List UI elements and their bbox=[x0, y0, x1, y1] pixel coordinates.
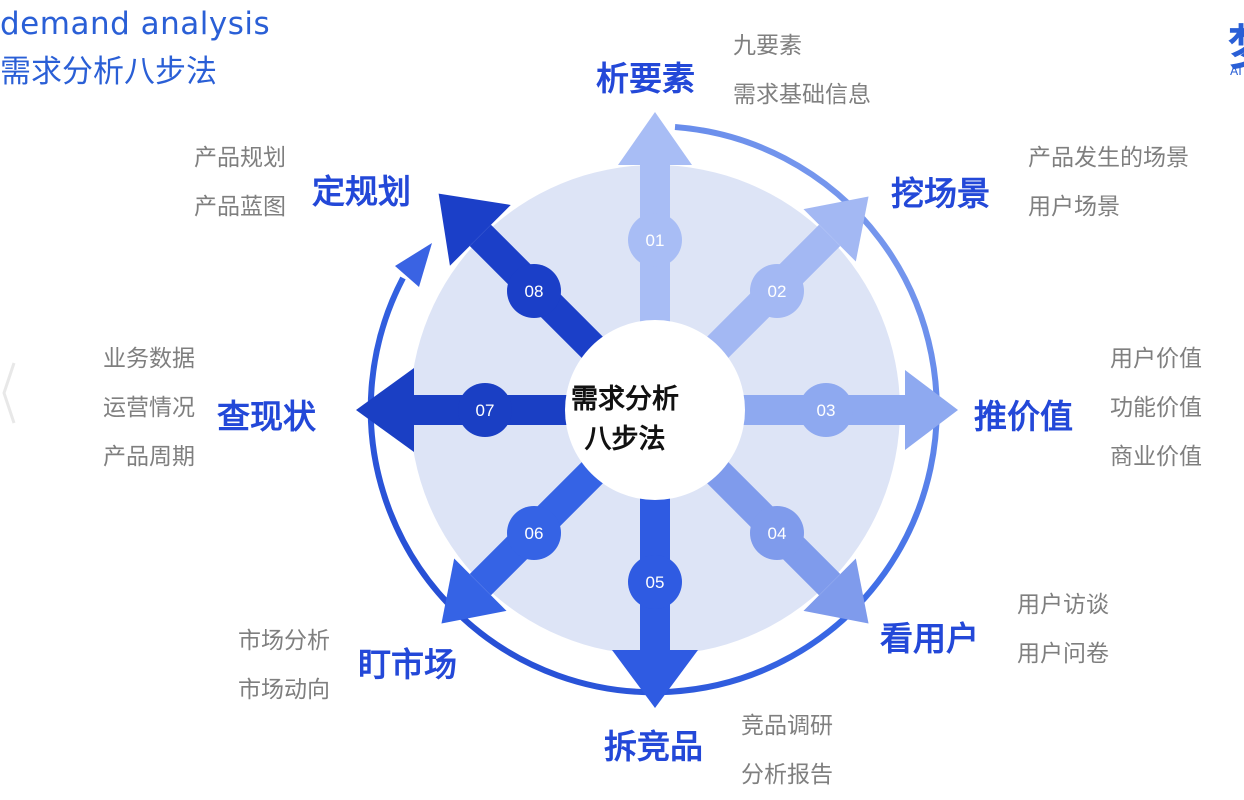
logo-icon: 梦 bbox=[1228, 8, 1244, 78]
step-item: 商业价值 bbox=[1110, 444, 1202, 470]
step-item: 用户价值 bbox=[1110, 346, 1202, 372]
step-item: 产品规划 bbox=[194, 145, 286, 171]
step-item: 竞品调研 bbox=[741, 713, 833, 739]
step-badge-08 bbox=[507, 264, 561, 318]
step-items-03: 用户价值 功能价值 商业价值 bbox=[1110, 335, 1202, 482]
step-item: 市场分析 bbox=[238, 628, 330, 654]
step-title-06: 盯市场 bbox=[358, 645, 457, 684]
cycle-ring bbox=[367, 124, 940, 696]
step-badge-05 bbox=[628, 555, 682, 609]
step-badge-07 bbox=[458, 383, 512, 437]
step-item: 市场动向 bbox=[238, 677, 330, 703]
step-badge-01 bbox=[628, 213, 682, 267]
step-item: 产品周期 bbox=[103, 444, 195, 470]
step-badge-02 bbox=[750, 264, 804, 318]
cycle-ring-arrowhead bbox=[395, 243, 432, 287]
chevron-left-icon bbox=[2, 362, 16, 424]
title-chinese: 需求分析八步法 bbox=[0, 54, 217, 90]
step-title-01: 析要素 bbox=[596, 59, 695, 98]
step-items-06: 市场分析 市场动向 bbox=[180, 617, 330, 715]
step-items-08: 产品规划 产品蓝图 bbox=[136, 134, 286, 232]
step-badge-04 bbox=[750, 506, 804, 560]
step-items-02: 产品发生的场景 用户场景 bbox=[1028, 134, 1189, 232]
step-item: 分析报告 bbox=[741, 762, 833, 788]
step-items-04: 用户访谈 用户问卷 bbox=[1017, 581, 1109, 679]
step-item: 产品蓝图 bbox=[194, 194, 286, 220]
step-number-01: 01 bbox=[646, 231, 665, 250]
step-number-02: 02 bbox=[768, 282, 787, 301]
step-number-03: 03 bbox=[817, 401, 836, 420]
step-item: 用户场景 bbox=[1028, 194, 1120, 220]
center-label-line2: 八步法 bbox=[584, 424, 666, 455]
step-item: 九要素 bbox=[733, 33, 802, 59]
center-label: 需求分析 八步法 bbox=[555, 380, 695, 460]
step-items-05: 竞品调研 分析报告 bbox=[741, 702, 833, 800]
step-number-06: 06 bbox=[525, 524, 544, 543]
step-items-01: 九要素 需求基础信息 bbox=[733, 22, 871, 120]
step-title-07: 查现状 bbox=[217, 397, 316, 436]
step-badge-06 bbox=[507, 506, 561, 560]
step-title-08: 定规划 bbox=[312, 172, 411, 211]
step-number-05: 05 bbox=[646, 573, 665, 592]
step-item: 用户访谈 bbox=[1017, 592, 1109, 618]
step-item: 产品发生的场景 bbox=[1028, 145, 1189, 171]
title-english: demand analysis bbox=[0, 6, 271, 42]
step-item: 功能价值 bbox=[1110, 395, 1202, 421]
step-items-07: 业务数据 运营情况 产品周期 bbox=[45, 335, 195, 482]
step-item: 用户问卷 bbox=[1017, 641, 1109, 667]
step-title-05: 拆竞品 bbox=[604, 727, 703, 766]
step-item: 需求基础信息 bbox=[733, 82, 871, 108]
step-badge-03 bbox=[799, 383, 853, 437]
step-title-03: 推价值 bbox=[974, 397, 1073, 436]
step-number-07: 07 bbox=[476, 401, 495, 420]
step-item: 运营情况 bbox=[103, 395, 195, 421]
logo-text: AI bbox=[1230, 64, 1242, 78]
step-number-04: 04 bbox=[768, 524, 787, 543]
step-number-08: 08 bbox=[525, 282, 544, 301]
step-title-04: 看用户 bbox=[880, 619, 979, 658]
step-title-02: 挖场景 bbox=[891, 174, 990, 213]
step-item: 业务数据 bbox=[103, 346, 195, 372]
center-label-line1: 需求分析 bbox=[571, 384, 679, 415]
center-circle bbox=[565, 320, 745, 500]
